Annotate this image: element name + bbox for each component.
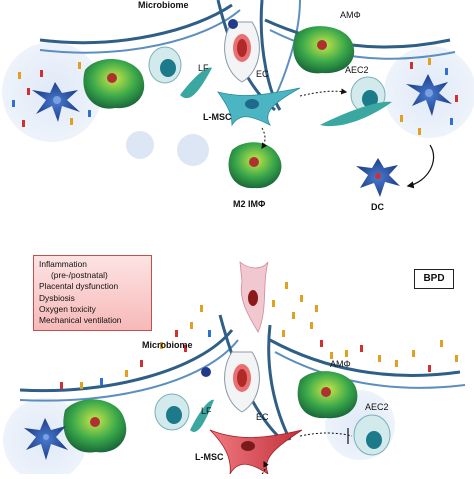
dendritic-cell-migrating bbox=[356, 158, 400, 197]
microbiome-bacteria-top bbox=[12, 58, 458, 135]
capillary-bottom bbox=[201, 351, 260, 413]
inflammatory-cell-bpd bbox=[239, 261, 269, 333]
label-m2: M2 IMΦ bbox=[233, 199, 266, 209]
bpd-tag: BPD bbox=[414, 269, 454, 289]
alveolar-macrophage-left-bottom bbox=[63, 399, 127, 453]
risk-factor-ventilation: Mechanical ventilation bbox=[39, 315, 122, 326]
label-lmsc-bottom: L-MSC bbox=[195, 452, 224, 462]
label-microbiome-top: Microbiome bbox=[138, 0, 189, 10]
risk-factor-box: Inflammation (pre-/postnatal) Placental … bbox=[33, 255, 152, 331]
risk-factor-oxygen: Oxygen toxicity bbox=[39, 303, 96, 314]
risk-factor-pre-postnatal: (pre-/postnatal) bbox=[51, 270, 108, 281]
label-dc: DC bbox=[371, 202, 384, 212]
alveolar-macrophage-left-top bbox=[83, 59, 145, 109]
label-amphi-bottom: AMΦ bbox=[330, 359, 351, 369]
aec2-cell-left-top bbox=[148, 46, 182, 84]
fibroblast-left-bottom bbox=[190, 399, 214, 432]
risk-factor-inflammation: Inflammation bbox=[39, 259, 87, 269]
dendritic-cell-right-top bbox=[406, 74, 452, 116]
aec2-cell-left-bottom bbox=[154, 393, 190, 431]
label-lf-top: LF bbox=[198, 63, 209, 73]
fibroblast-right-top bbox=[320, 101, 392, 127]
label-aec2-top: AEC2 bbox=[345, 65, 369, 75]
fibroblast-left-top bbox=[180, 67, 212, 99]
label-microbiome-bottom: Microbiome bbox=[142, 340, 193, 350]
alveolar-macrophage-right-top bbox=[293, 26, 355, 74]
alveolar-macrophage-right-bottom bbox=[297, 371, 358, 419]
aec2-cell-right-bottom bbox=[353, 414, 391, 456]
lmsc-cell-bottom bbox=[209, 429, 303, 476]
lmsc-cell-top bbox=[217, 87, 301, 127]
label-ec-top: EC bbox=[256, 69, 269, 79]
microbiome-bacteria-bottom bbox=[60, 282, 458, 389]
label-lf-bottom: LF bbox=[201, 406, 212, 416]
dendritic-cell-left-top bbox=[32, 82, 80, 122]
label-amphi-top: AMΦ bbox=[340, 10, 361, 20]
risk-factor-dysbiosis: Dysbiosis bbox=[39, 292, 75, 303]
label-lmsc-top: L-MSC bbox=[203, 112, 232, 122]
airway-wall-top bbox=[39, 0, 456, 112]
label-aec2-bottom: AEC2 bbox=[365, 402, 389, 412]
m2-macrophage bbox=[228, 142, 282, 189]
risk-factor-placental: Placental dysfunction bbox=[39, 281, 119, 292]
dendritic-cell-left-bottom bbox=[24, 418, 68, 460]
arrows-bottom bbox=[261, 428, 353, 475]
capillary-top bbox=[224, 19, 260, 83]
label-ec-bottom: EC bbox=[256, 412, 269, 422]
arrows-top bbox=[261, 88, 435, 189]
